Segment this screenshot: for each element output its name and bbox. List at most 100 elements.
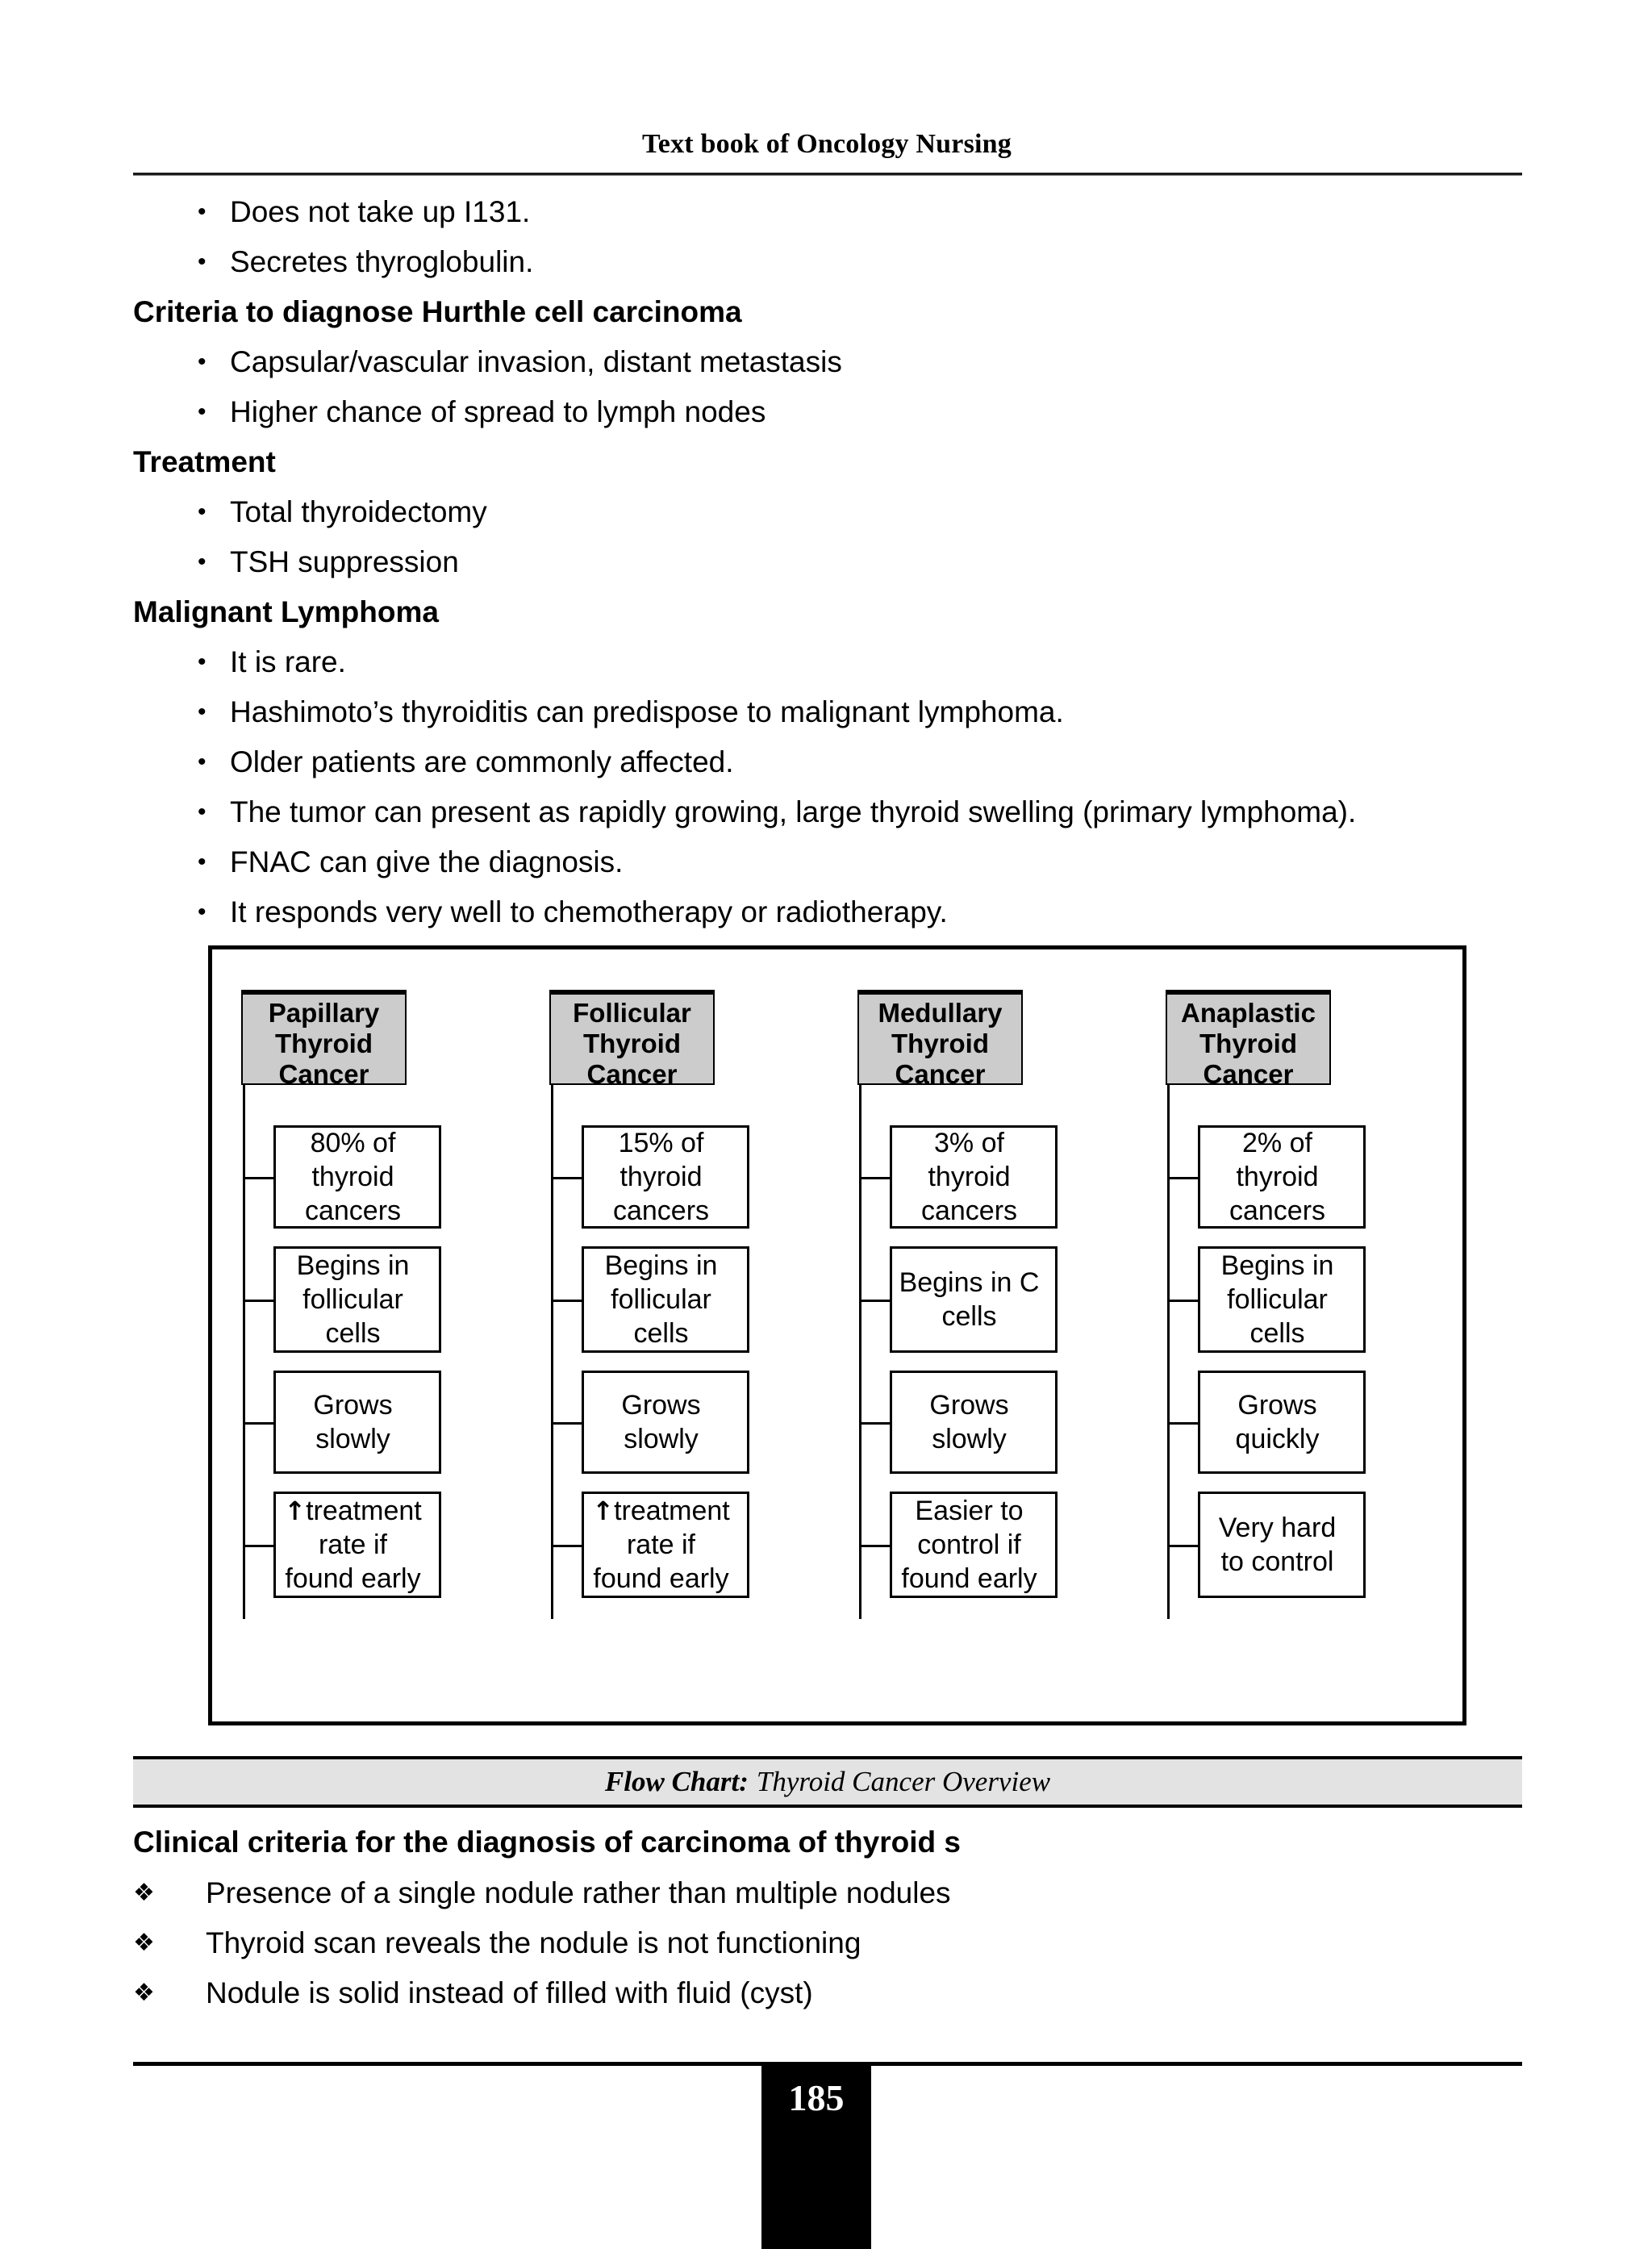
- page-number-tab: 185: [761, 2062, 871, 2249]
- clinical-criteria-section: Clinical criteria for the diagnosis of c…: [133, 1817, 1553, 2018]
- body-bullet-item: •It is rare.: [133, 637, 1522, 687]
- connector-stub: [551, 1300, 583, 1302]
- bullet-text: Secretes thyroglobulin.: [230, 245, 534, 278]
- attribute-line: 2% of: [1242, 1128, 1312, 1158]
- connector-stub: [859, 1177, 891, 1179]
- attribute-line: Begins in: [296, 1250, 410, 1281]
- bullet-text: Capsular/vascular invasion, distant meta…: [230, 345, 842, 378]
- attribute-line: rate if: [318, 1529, 388, 1560]
- bullet-text: TSH suppression: [230, 545, 459, 578]
- attribute-line: rate if: [626, 1529, 696, 1560]
- connector-spine: [243, 1085, 245, 1619]
- bullet-text: The tumor can present as rapidly growing…: [230, 795, 1357, 828]
- attribute-line: quickly: [1235, 1424, 1320, 1454]
- header-line: Thyroid: [1199, 1029, 1297, 1058]
- header-line: Papillary: [268, 998, 380, 1028]
- attribute-line: cells: [325, 1318, 381, 1349]
- connector-spine: [1167, 1085, 1170, 1619]
- bullet-text: Hashimoto’s thyroiditis can predispose t…: [230, 695, 1064, 728]
- attribute-line: follicular: [611, 1284, 711, 1315]
- attribute-line: control if: [917, 1529, 1021, 1560]
- bullet-icon: •: [198, 348, 206, 375]
- header-rule: [133, 173, 1522, 176]
- arrow-up-icon: ↑: [592, 1496, 615, 1526]
- bullet-icon: •: [198, 799, 206, 825]
- connector-stub: [243, 1177, 275, 1179]
- connector-spine: [859, 1085, 861, 1619]
- criteria-text: Presence of a single nodule rather than …: [206, 1876, 951, 1909]
- criteria-list-item: ❖Thyroid scan reveals the nodule is not …: [133, 1918, 1553, 1968]
- bullet-icon: •: [198, 248, 206, 275]
- bullet-icon: •: [198, 398, 206, 425]
- bullet-icon: •: [198, 749, 206, 775]
- connector-stub: [551, 1422, 583, 1425]
- attribute-line: Easier to: [915, 1496, 1024, 1526]
- attribute-line: found early: [901, 1563, 1037, 1594]
- bullet-icon: •: [198, 699, 206, 725]
- body-bullet-item: •FNAC can give the diagnosis.: [133, 837, 1522, 887]
- attribute-line: ↑treatment: [592, 1496, 730, 1526]
- header-line: Cancer: [278, 1059, 369, 1089]
- caption-label: Flow Chart:: [604, 1766, 749, 1797]
- body-bullet-item: • Higher chance of spread to lymph nodes: [133, 387, 1522, 437]
- body-subheading: Malignant Lymphoma: [133, 595, 439, 628]
- body-bullet-item: • Capsular/vascular invasion, distant met…: [133, 337, 1522, 387]
- attribute-line: Grows: [313, 1390, 393, 1421]
- connector-stub: [1167, 1545, 1199, 1547]
- connector-stub: [551, 1545, 583, 1547]
- attribute-line: 3% of: [934, 1128, 1004, 1158]
- attribute-line: to control: [1220, 1546, 1334, 1577]
- bullet-icon: •: [198, 849, 206, 875]
- attribute-line: ↑treatment: [284, 1496, 422, 1526]
- attribute-line: thyroid: [928, 1162, 1011, 1192]
- bullet-text: Older patients are commonly affected.: [230, 745, 734, 778]
- header-line: Medullary: [878, 998, 1003, 1028]
- attribute-line: Grows: [1237, 1390, 1317, 1421]
- criteria-text: Nodule is solid instead of filled with f…: [206, 1976, 813, 2009]
- page-number: 185: [788, 2077, 845, 2118]
- attribute-line: found early: [593, 1563, 729, 1594]
- body-subheading: Treatment: [133, 445, 276, 478]
- bullet-icon: •: [198, 549, 206, 575]
- header-line: Thyroid: [583, 1029, 681, 1058]
- body-bullet-item: •Total thyroidectomy: [133, 487, 1522, 537]
- flow-chart-caption: Flow Chart: Thyroid Cancer Overview: [133, 1756, 1522, 1808]
- connector-stub: [1167, 1177, 1199, 1179]
- bullet-text: Higher chance of spread to lymph nodes: [230, 395, 766, 428]
- running-head: Text book of Oncology Nursing: [642, 129, 1012, 159]
- criteria-list-item: ❖Presence of a single nodule rather than…: [133, 1868, 1553, 1918]
- body-bullet-item: • TSH suppression: [133, 537, 1522, 587]
- attribute-line: 80% of: [310, 1128, 396, 1158]
- body-bullet-item: •It responds very well to chemotherapy o…: [133, 887, 1522, 937]
- bullet-icon: •: [198, 198, 206, 225]
- header-line: Cancer: [1203, 1059, 1294, 1089]
- attribute-line: Begins in: [604, 1250, 718, 1281]
- body-subheading: Criteria to diagnose Hurthle cell carcin…: [133, 295, 742, 328]
- body-bullet-item: • Secretes thyroglobulin.: [133, 237, 1522, 287]
- attribute-line: found early: [285, 1563, 421, 1594]
- bullet-text: It responds very well to chemotherapy or…: [230, 895, 948, 928]
